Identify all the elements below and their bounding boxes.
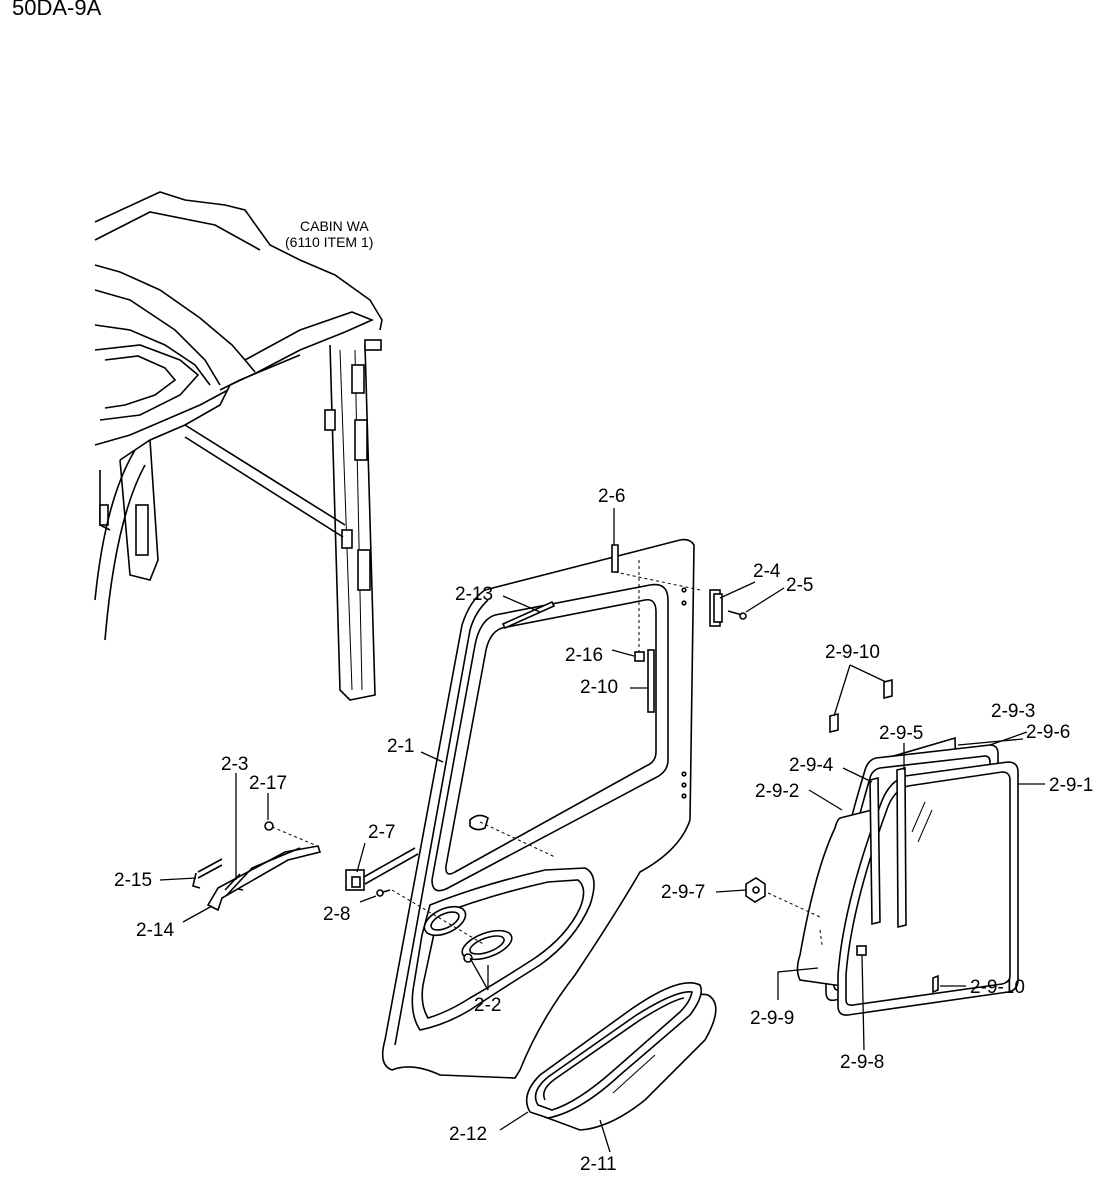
cabin-frame bbox=[94, 191, 383, 701]
label-2-13: 2-13 bbox=[455, 584, 493, 605]
label-2-9-5: 2-9-5 bbox=[879, 723, 923, 744]
label-2-5: 2-5 bbox=[786, 575, 813, 596]
label-2-17: 2-17 bbox=[249, 773, 287, 794]
label-2-9-4: 2-9-4 bbox=[789, 755, 834, 776]
part-2-16 bbox=[634, 651, 645, 662]
part-2-9-9 bbox=[819, 929, 823, 946]
model-code: 50DA-9A bbox=[12, 0, 102, 20]
label-2-9-9: 2-9-9 bbox=[750, 1008, 794, 1029]
part-2-12 bbox=[525, 981, 703, 1119]
part-2-17 bbox=[264, 821, 274, 831]
label-2-9-10-bottom: 2-9-10 bbox=[970, 977, 1025, 998]
part-2-9-10-bottom bbox=[932, 974, 939, 994]
part-2-9-4 bbox=[869, 776, 881, 926]
part-2-7 bbox=[345, 847, 419, 891]
part-2-9-10-top-b bbox=[829, 712, 839, 734]
label-2-1: 2-1 bbox=[387, 736, 414, 757]
part-2-6 bbox=[611, 544, 619, 573]
label-2-9-6: 2-9-6 bbox=[1026, 722, 1070, 743]
label-2-2: 2-2 bbox=[474, 995, 501, 1016]
part-2-9-10-top-a bbox=[883, 678, 893, 700]
part-2-9-1 bbox=[837, 761, 1019, 1016]
part-2-14 bbox=[206, 845, 322, 912]
label-2-9-1: 2-9-1 bbox=[1049, 775, 1093, 796]
part-2-8 bbox=[376, 889, 486, 946]
part-2-9-5 bbox=[896, 766, 907, 929]
label-2-3: 2-3 bbox=[221, 754, 248, 775]
label-2-12: 2-12 bbox=[449, 1124, 487, 1145]
reference-line-1: CABIN WA bbox=[300, 218, 369, 234]
label-2-7: 2-7 bbox=[368, 822, 395, 843]
door-panel bbox=[381, 538, 695, 1079]
label-2-8: 2-8 bbox=[323, 904, 350, 925]
part-2-10 bbox=[647, 649, 655, 713]
label-2-15: 2-15 bbox=[114, 870, 152, 891]
leader-lines bbox=[159, 508, 1045, 1153]
label-2-4: 2-4 bbox=[753, 561, 781, 582]
label-2-10: 2-10 bbox=[580, 677, 618, 698]
part-2-9-7 bbox=[745, 877, 821, 918]
label-2-9-10-top: 2-9-10 bbox=[825, 642, 880, 663]
label-2-14: 2-14 bbox=[136, 920, 174, 941]
part-2-15 bbox=[192, 858, 223, 889]
label-2-9-7: 2-9-7 bbox=[661, 882, 705, 903]
part-2-13 bbox=[501, 600, 556, 630]
part-2-9-8 bbox=[856, 945, 867, 956]
label-2-9-8: 2-9-8 bbox=[840, 1052, 884, 1073]
label-2-9-3: 2-9-3 bbox=[991, 701, 1035, 722]
label-2-6: 2-6 bbox=[598, 486, 625, 507]
part-2-5 bbox=[727, 610, 747, 620]
part-2-4 bbox=[709, 589, 723, 627]
reference-line-2: (6110 ITEM 1) bbox=[285, 234, 373, 250]
label-2-9-2: 2-9-2 bbox=[755, 781, 799, 802]
label-2-11: 2-11 bbox=[580, 1154, 617, 1175]
label-2-16: 2-16 bbox=[565, 645, 603, 666]
